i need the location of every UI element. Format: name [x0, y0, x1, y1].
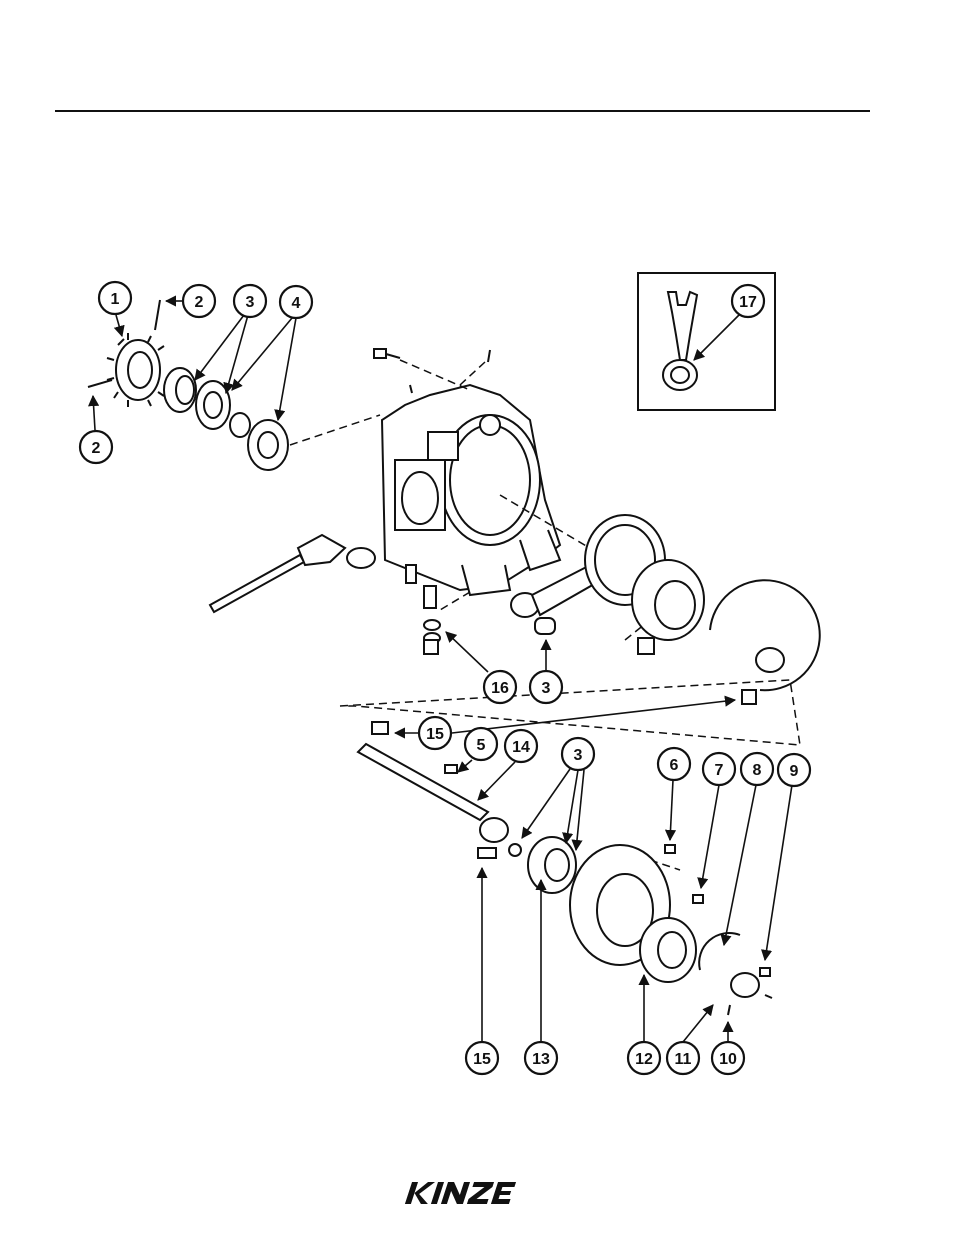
callout-2-top: 2: [183, 285, 215, 317]
callout-3-middle: 3: [530, 671, 562, 703]
svg-text:14: 14: [512, 739, 530, 756]
svg-text:8: 8: [753, 762, 762, 779]
callout-13: 13: [525, 1042, 557, 1074]
dashed-assembly-lines: [290, 360, 800, 870]
callout-8: 8: [741, 753, 773, 785]
svg-text:12: 12: [635, 1051, 653, 1068]
callout-9: 9: [778, 754, 810, 786]
clutch-housing-part: [570, 845, 772, 1015]
callout-1: 1: [99, 282, 131, 314]
svg-text:3: 3: [542, 680, 551, 697]
callout-7: 7: [703, 753, 735, 785]
svg-text:9: 9: [790, 763, 799, 780]
svg-text:10: 10: [719, 1051, 737, 1068]
callout-4: 4: [280, 286, 312, 318]
svg-text:3: 3: [574, 747, 583, 764]
bearing-parts-lower: [528, 837, 576, 893]
svg-text:1: 1: [111, 291, 120, 308]
callout-3-top: 3: [234, 285, 266, 317]
callout-10: 10: [712, 1042, 744, 1074]
gearbox-housing-part: [382, 385, 560, 595]
drive-sprocket-part: [107, 333, 164, 407]
svg-text:6: 6: [670, 757, 679, 774]
callout-6: 6: [658, 748, 690, 780]
svg-text:7: 7: [715, 762, 724, 779]
svg-text:2: 2: [195, 294, 204, 311]
svg-text:16: 16: [491, 680, 509, 697]
svg-text:4: 4: [292, 295, 301, 312]
svg-text:15: 15: [473, 1051, 491, 1068]
callout-15-upper: 15: [419, 717, 451, 749]
callout-2-left: 2: [80, 431, 112, 463]
svg-text:13: 13: [532, 1051, 550, 1068]
callout-15-lower: 15: [466, 1042, 498, 1074]
svg-text:17: 17: [739, 294, 757, 311]
callout-11: 11: [667, 1042, 699, 1074]
callout-14: 14: [505, 730, 537, 762]
svg-text:2: 2: [92, 440, 101, 457]
clutch-disc-parts: [585, 515, 820, 704]
svg-text:15: 15: [426, 726, 444, 743]
svg-text:11: 11: [675, 1051, 692, 1068]
callout-17: 17: [732, 285, 764, 317]
svg-text:5: 5: [477, 737, 486, 754]
callout-16: 16: [484, 671, 516, 703]
callout-3-lower: 3: [562, 738, 594, 770]
input-shaft-part: [210, 535, 375, 612]
callout-5: 5: [465, 728, 497, 760]
callout-12: 12: [628, 1042, 660, 1074]
kinze-logo: [400, 1176, 525, 1210]
svg-text:3: 3: [246, 294, 255, 311]
bearing-flange-parts: [164, 368, 288, 470]
